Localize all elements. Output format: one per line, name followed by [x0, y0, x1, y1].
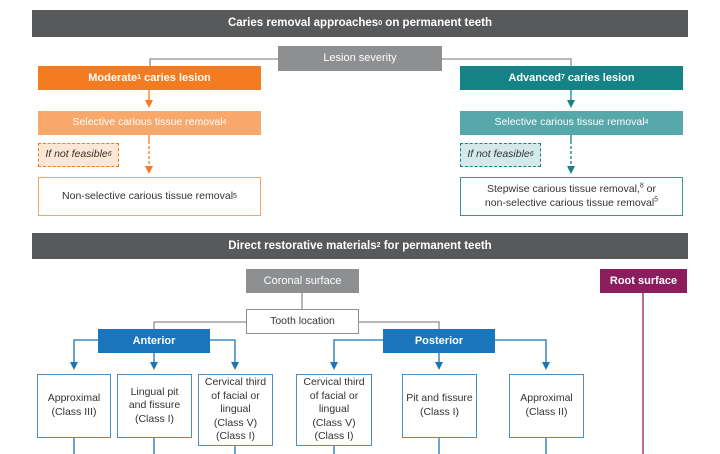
class-box-pit-fissure: Pit and fissure (Class I) [402, 374, 477, 438]
class-box-approximal-anterior: Approximal (Class III) [37, 374, 111, 438]
coronal-surface-box: Coronal surface [246, 269, 359, 293]
class-box-cervical-posterior: Cervical third of facial or lingual (Cla… [296, 374, 372, 446]
posterior-box: Posterior [383, 329, 495, 353]
class-box-lingual-pit: Lingual pit and fissure (Class I) [117, 374, 192, 438]
anterior-box: Anterior [98, 329, 210, 353]
stepwise-removal-box: Stepwise carious tissue removal,8 or non… [460, 177, 683, 216]
lesion-severity-box: Lesion severity [278, 46, 442, 71]
tooth-location-box: Tooth location [246, 309, 359, 334]
restorative-materials-title: Direct restorative materials [228, 239, 377, 252]
class-box-cervical-anterior: Cervical third of facial or lingual (Cla… [198, 374, 273, 446]
caries-removal-title: Caries removal approaches [227, 17, 379, 30]
root-surface-box: Root surface [600, 269, 687, 293]
class-box-approximal-posterior: Approximal (Class II) [509, 374, 584, 438]
